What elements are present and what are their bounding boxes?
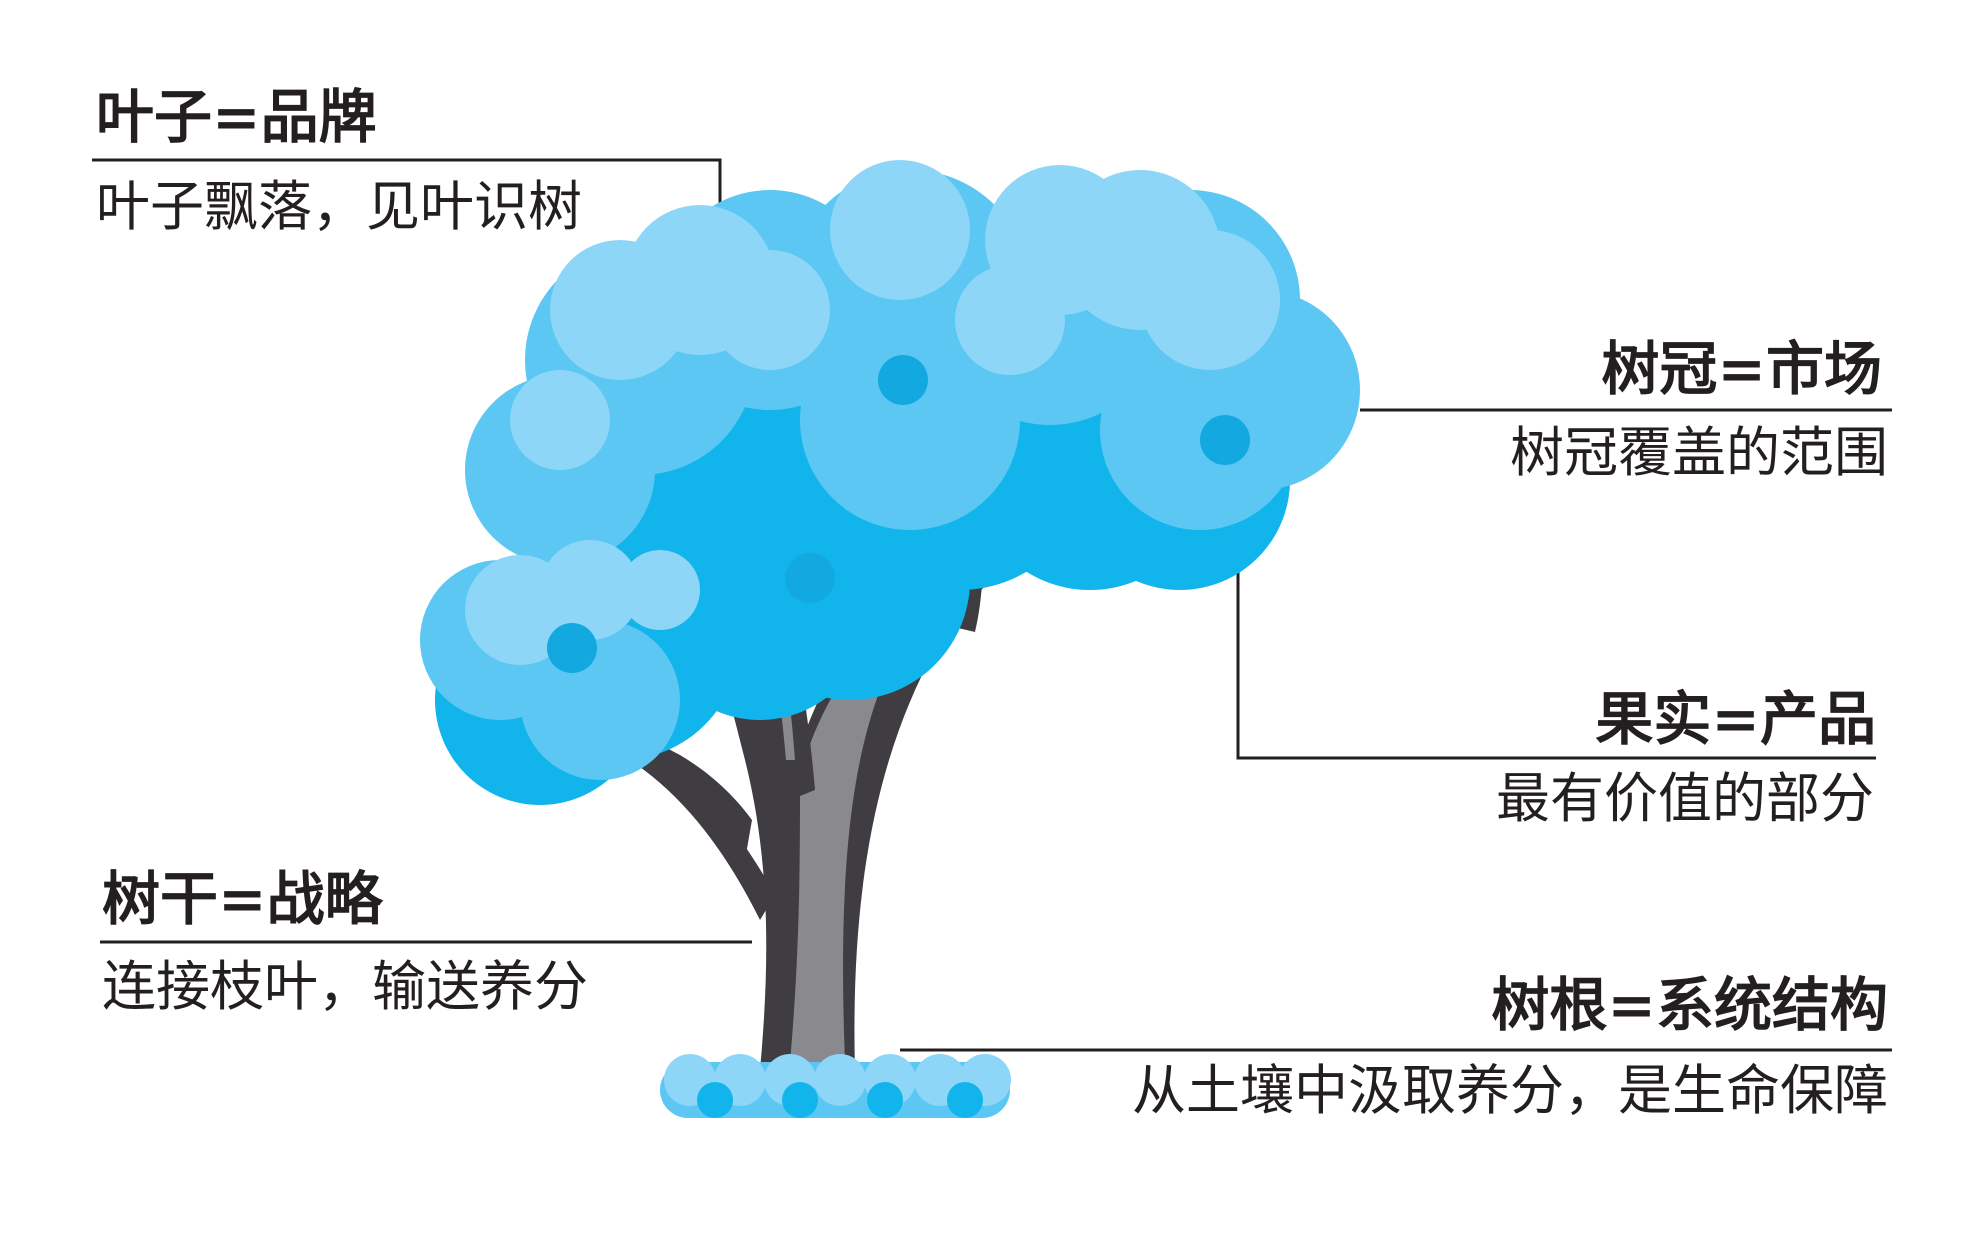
fruit-dot-4	[547, 623, 597, 673]
trunk-highlight	[790, 540, 980, 1062]
fruit-desc: 最有价值的部分	[1496, 767, 1874, 830]
fruit-dot-1	[878, 355, 928, 405]
crown-title: 树冠=市场	[1601, 335, 1882, 403]
trunk-desc: 连接枝叶，输送养分	[102, 955, 588, 1018]
root-title: 树根=系统结构	[1491, 971, 1888, 1039]
foliage-light-layer	[465, 160, 1280, 665]
fruit-dot-2	[1200, 415, 1250, 465]
ground-roots	[660, 1054, 1011, 1118]
leaf-title: 叶子=品牌	[96, 83, 377, 151]
fruit-dots	[547, 355, 1250, 673]
crown-desc: 树冠覆盖的范围	[1510, 421, 1888, 484]
fruit-title: 果实=产品	[1595, 685, 1876, 753]
leaf-desc: 叶子飘落，见叶识树	[96, 175, 582, 238]
root-desc: 从土壤中汲取养分，是生命保障	[1132, 1059, 1888, 1122]
fruit-dot-3	[785, 553, 835, 603]
trunk-title: 树干=战略	[102, 865, 383, 933]
trunk	[680, 420, 1130, 1070]
left-branch-lower	[630, 744, 775, 920]
foliage	[420, 160, 1360, 805]
